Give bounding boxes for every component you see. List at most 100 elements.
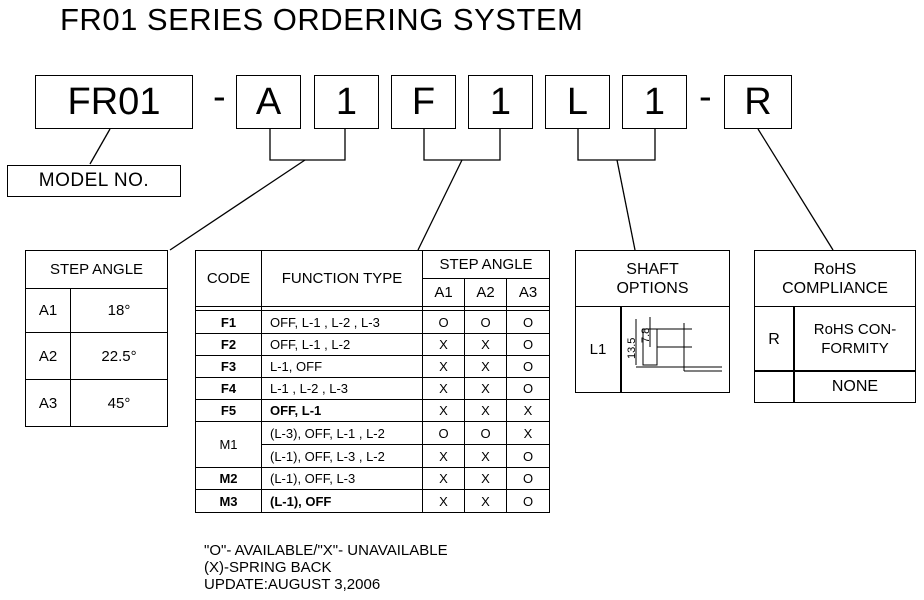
shaft-num: 1 xyxy=(643,80,666,123)
note-line: (X)-SPRING BACK xyxy=(204,559,332,576)
rohs-code-cell: R xyxy=(768,331,780,348)
rohs-desc-cell: RoHS CON- FORMITY xyxy=(795,320,915,358)
func-type-cell: (L-1), OFF xyxy=(261,489,423,513)
dash-separator: - xyxy=(213,76,226,118)
a2-cell: X xyxy=(464,489,507,513)
step-code-cell: A2 xyxy=(25,332,71,380)
func-code-cell: M2 xyxy=(195,467,262,490)
func-code: F xyxy=(411,80,436,123)
a3-cell: X xyxy=(506,399,550,422)
a2-cell: X xyxy=(464,444,507,468)
a3-cell: O xyxy=(506,355,550,378)
rohs-header-line1: RoHS xyxy=(813,261,857,278)
col-a1-header: A1 xyxy=(422,278,465,307)
step-code-box: A xyxy=(236,75,301,129)
func-type-cell: OFF, L-1 , L-2 xyxy=(261,333,423,356)
a2-cell: X xyxy=(464,377,507,400)
a1-cell: X xyxy=(422,489,465,513)
shaft-header-line1: SHAFT xyxy=(626,261,679,278)
func-num: 1 xyxy=(489,80,512,123)
func-code-cell: M1 xyxy=(195,421,262,468)
func-type-cell: L-1 , L-2 , L-3 xyxy=(261,377,423,400)
func-code-cell: M3 xyxy=(195,489,262,513)
step-angle-cell: 45° xyxy=(70,379,168,427)
table-row: (L-1), OFF, L-3 , L-2 X X O xyxy=(196,444,550,468)
a2-cell: X xyxy=(464,355,507,378)
func-code-box: F xyxy=(391,75,456,129)
a3-cell: O xyxy=(506,467,550,490)
shaft-header-line2: OPTIONS xyxy=(616,280,689,297)
step-angle-header: STEP ANGLE xyxy=(25,250,168,289)
rohs-compliance-panel: RoHS COMPLIANCE R RoHS CON- FORMITY NONE xyxy=(754,250,916,403)
shaft-dim-outer: 13.5 xyxy=(626,338,638,359)
table-row: F3 L-1, OFF X X O xyxy=(195,355,550,378)
a3-cell: O xyxy=(506,333,550,356)
table-row: F5 OFF, L-1 X X X xyxy=(195,399,550,422)
a2-cell: O xyxy=(464,310,507,334)
a1-cell: X xyxy=(422,399,465,422)
rohs-header: RoHS COMPLIANCE xyxy=(755,251,915,307)
step-angle-cell: 18° xyxy=(70,288,168,333)
func-num-box: 1 xyxy=(468,75,533,129)
a3-cell: O xyxy=(506,310,550,334)
col-code-header: CODE xyxy=(195,250,262,307)
col-type-header: FUNCTION TYPE xyxy=(261,250,423,307)
shaft-dim-inner: 7.8 xyxy=(640,328,652,343)
a1-cell: O xyxy=(422,310,465,334)
table-row: M1 (L-3), OFF, L-1 , L-2 O O X xyxy=(195,421,550,468)
rohs-row-divider xyxy=(755,370,915,372)
rohs-code-box: R xyxy=(724,75,792,129)
model-code: FR01 xyxy=(67,80,161,123)
a1-cell: X xyxy=(422,377,465,400)
col-a3-header: A3 xyxy=(506,278,550,307)
model-code-box: FR01 xyxy=(35,75,193,129)
table-row: M2 (L-1), OFF, L-3 X X O xyxy=(195,467,550,490)
func-type-cell: (L-1), OFF, L-3 , L-2 xyxy=(261,444,423,468)
table-row: F2 OFF, L-1 , L-2 X X O xyxy=(195,333,550,356)
model-no-label: MODEL NO. xyxy=(38,170,150,191)
rohs-desc-line2: FORMITY xyxy=(821,340,889,357)
a3-cell: O xyxy=(506,444,550,468)
func-type-cell: OFF, L-1 xyxy=(261,399,423,422)
a1-cell: O xyxy=(422,421,465,445)
func-type-cell: OFF, L-1 , L-2 , L-3 xyxy=(261,310,423,334)
rohs-none-cell: NONE xyxy=(831,378,879,395)
func-type-cell: (L-3), OFF, L-1 , L-2 xyxy=(261,421,423,445)
table-row: F4 L-1 , L-2 , L-3 X X O xyxy=(195,377,550,400)
a3-cell: X xyxy=(506,421,550,445)
func-code-cell: F3 xyxy=(195,355,262,378)
dash-separator-2: - xyxy=(699,76,712,118)
step-code-cell: A1 xyxy=(25,288,71,333)
page-title: FR01 SERIES ORDERING SYSTEM xyxy=(60,2,584,37)
rohs-desc-line1: RoHS CON- xyxy=(813,321,897,338)
func-type-cell: (L-1), OFF, L-3 xyxy=(261,467,423,490)
a1-cell: X xyxy=(422,333,465,356)
table-row: M3 (L-1), OFF X X O xyxy=(195,489,550,513)
note-line: UPDATE:AUGUST 3,2006 xyxy=(204,576,381,593)
a1-cell: X xyxy=(422,444,465,468)
step-code: A xyxy=(255,80,282,123)
a1-cell: X xyxy=(422,467,465,490)
step-num-box: 1 xyxy=(314,75,379,129)
func-code-cell: F2 xyxy=(195,333,262,356)
table-row: F1 OFF, L-1 , L-2 , L-3 O O O xyxy=(195,310,550,334)
col-step-header: STEP ANGLE xyxy=(422,250,550,279)
a3-cell: O xyxy=(506,377,550,400)
shaft-options-header: SHAFT OPTIONS xyxy=(576,251,729,307)
rohs-header-line2: COMPLIANCE xyxy=(782,280,888,297)
notes: "O"- AVAILABLE/"X"- UNAVAILABLE (X)-SPRI… xyxy=(204,542,448,593)
shaft-code-divider xyxy=(620,307,622,392)
a3-cell: O xyxy=(506,489,550,513)
shaft-code: L xyxy=(566,80,589,123)
shaft-drawing: 13.5 7.8 xyxy=(626,317,722,372)
note-line: "O"- AVAILABLE/"X"- UNAVAILABLE xyxy=(204,542,448,559)
func-code-cell: F5 xyxy=(195,399,262,422)
step-angle-cell: 22.5° xyxy=(70,332,168,380)
a2-cell: X xyxy=(464,467,507,490)
col-a2-header: A2 xyxy=(464,278,507,307)
step-code-cell: A3 xyxy=(25,379,71,427)
a2-cell: X xyxy=(464,399,507,422)
rohs-code-divider xyxy=(793,307,795,402)
